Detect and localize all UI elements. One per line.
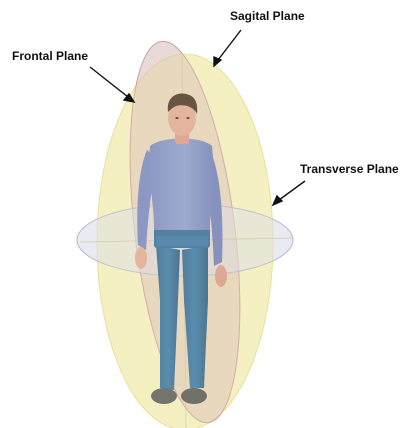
transverse-plane-label: Transverse Plane bbox=[300, 162, 399, 176]
frontal-plane-overlay bbox=[97, 54, 273, 428]
frontal-arrow bbox=[90, 67, 128, 97]
sagittal-arrow bbox=[218, 30, 241, 60]
transverse-arrow bbox=[279, 181, 305, 200]
sagittal-plane-label: Sagital Plane bbox=[230, 9, 305, 23]
frontal-plane-label: Frontal Plane bbox=[12, 49, 88, 63]
